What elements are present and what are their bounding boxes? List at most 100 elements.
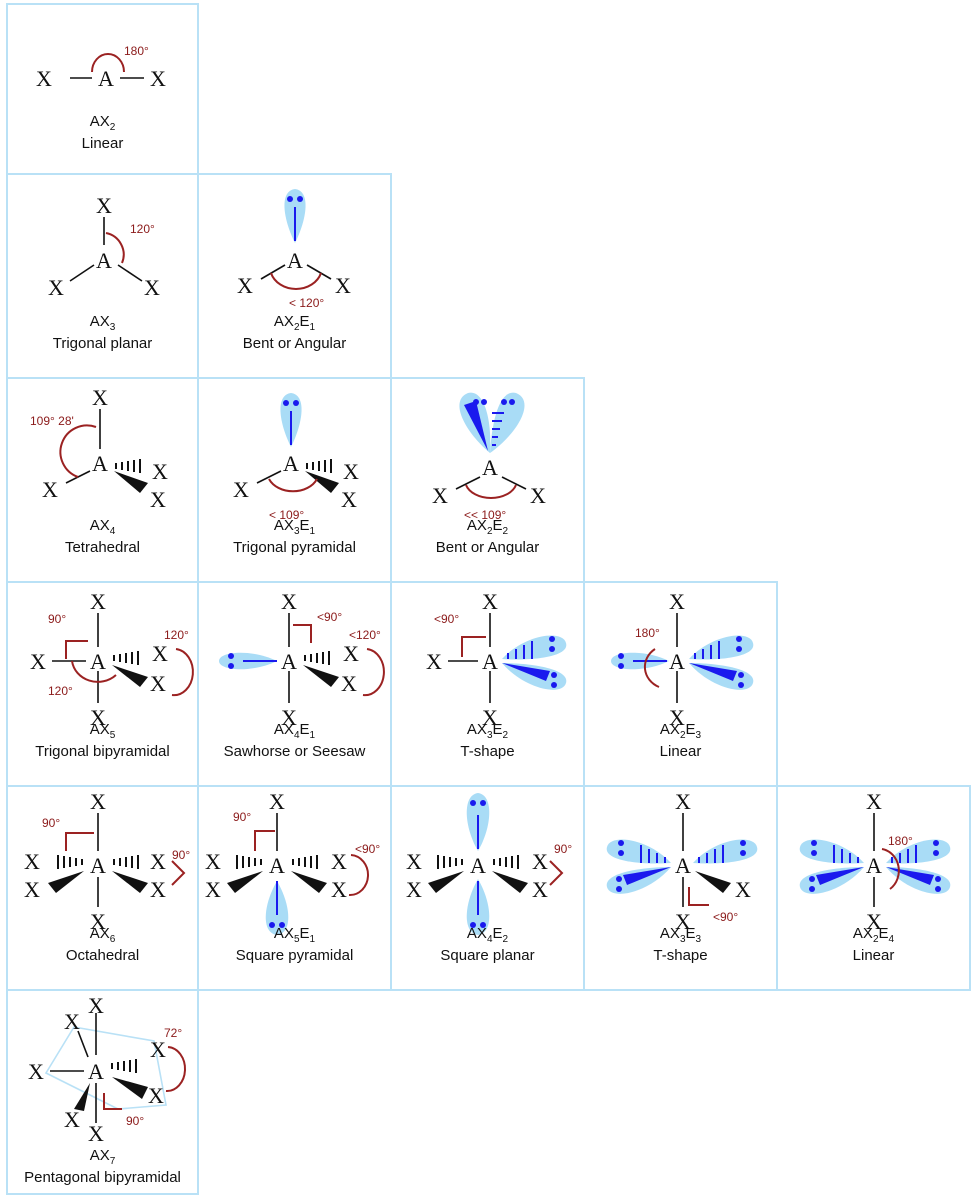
lone-pair-lobe [689, 663, 754, 690]
cell-ax3: X A X X 120° AX3 Trigonal planar [6, 173, 199, 379]
ligand-x: X [532, 877, 548, 902]
shape-name: Bent or Angular [242, 335, 347, 352]
shape-name: T-shape [460, 743, 515, 760]
formula: AX5 [89, 721, 116, 741]
shape-name: Square planar [440, 947, 535, 964]
ligand-x: X [343, 641, 359, 666]
ax4e1-structure: X A X X X <90° <120° [219, 589, 385, 730]
formula: AX5E1 [273, 925, 316, 945]
ligand-x: X [281, 705, 297, 730]
ligand-x: X [90, 705, 106, 730]
bond-angle: <90° [434, 612, 459, 626]
ligand-x: X [90, 589, 106, 614]
ligand-x: X [426, 649, 442, 674]
ligand-x: X [675, 909, 691, 934]
lone-pair-lobe [502, 635, 567, 660]
ligand-x: X [92, 385, 108, 410]
ax2e1-structure: A X X < 120° [237, 189, 351, 310]
central-atom: A [92, 451, 108, 476]
central-atom: A [96, 248, 112, 273]
ax4-structure: X A X X X 109° 28' [30, 385, 168, 512]
central-atom: A [90, 853, 106, 878]
shape-name: Sawhorse or Seesaw [223, 743, 366, 760]
ligand-x: X [152, 641, 168, 666]
ligand-x: X [96, 193, 112, 218]
ligand-x: X [341, 671, 357, 696]
shape-name: Bent or Angular [435, 539, 540, 556]
bond-angle: <90° [355, 842, 380, 856]
ligand-x: X [675, 789, 691, 814]
central-atom: A [269, 853, 285, 878]
lone-pair-lobe [799, 839, 864, 864]
bond-angle: <90° [317, 610, 342, 624]
cell-ax5e1: X A X X X X 90° <90° AX5E1 Square pyrami… [197, 785, 392, 991]
formula: AX4E1 [273, 721, 316, 741]
ligand-x: X [64, 1009, 80, 1034]
ax3e3-structure: X A X X <90° [606, 789, 758, 934]
ax3e2-structure: X A X X <90° [426, 589, 567, 730]
bond-angle: 72° [164, 1026, 182, 1040]
lone-pair-lobe [693, 839, 758, 864]
bond-angle: 90° [42, 816, 60, 830]
ligand-x: X [335, 273, 351, 298]
bond-angle: 120° [130, 222, 155, 236]
ax3-structure: X A X X 120° [48, 193, 160, 300]
formula: AX6 [89, 925, 116, 945]
cell-ax2e3: X A X 180° AX2E3 Linear [583, 581, 778, 787]
central-atom: A [90, 649, 106, 674]
ligand-x: X [331, 877, 347, 902]
cell-ax3e1: A X X X < 109° AX3E1 Trigonal pyramidal [197, 377, 392, 583]
ligand-x: X [88, 1121, 104, 1146]
central-atom: A [287, 248, 303, 273]
cell-ax2e4: X A X 180° AX2E4 Linear [776, 785, 971, 991]
ax2e2-structure: A X X << 109° [432, 392, 546, 522]
ligand-x: X [233, 477, 249, 502]
central-atom: A [470, 853, 486, 878]
cell-ax3e3: X A X X <90° AX3E3 T-shape [583, 785, 778, 991]
bond-angle: 90° [48, 612, 66, 626]
ax5e1-structure: X A X X X X 90° <90° [205, 789, 380, 935]
ligand-x: X [341, 487, 357, 512]
lone-pair-lobe [502, 663, 567, 690]
cell-ax2e1: A X X < 120° AX2E1 Bent or Angular [197, 173, 392, 379]
formula: AX3E1 [273, 517, 316, 537]
ligand-x: X [24, 877, 40, 902]
ligand-x: X [281, 589, 297, 614]
central-atom: A [283, 451, 299, 476]
central-atom: A [866, 853, 882, 878]
cell-ax5: X A X X X X 90° 120° 120° AX5 Trigonal b… [6, 581, 199, 787]
ax6-structure: X A X X X X X 90° 90° [24, 789, 190, 934]
ligand-x: X [150, 1037, 166, 1062]
formula: AX2E1 [273, 313, 316, 333]
central-atom: A [88, 1059, 104, 1084]
ligand-x: X [669, 589, 685, 614]
ligand-x: X [205, 849, 221, 874]
bond-angle: 90° [233, 810, 251, 824]
shape-name: Linear [852, 947, 895, 964]
ligand-x: X [269, 789, 285, 814]
cell-ax7: X X A X X X X X 72° 90° AX7 Pentagonal b… [6, 989, 199, 1195]
ligand-x: X [866, 909, 882, 934]
formula: AX3E2 [466, 721, 509, 741]
ligand-x: X [36, 66, 52, 91]
ligand-x: X [64, 1107, 80, 1132]
ligand-x: X [42, 477, 58, 502]
ax7-structure: X X A X X X X X 72° 90° [28, 993, 186, 1146]
bond-angle: <90° [713, 910, 738, 924]
bond-angle: 109° 28' [30, 414, 74, 428]
cell-ax2: X A X 180° AX2 Linear [6, 3, 199, 175]
ligand-x: X [237, 273, 253, 298]
central-atom: A [98, 66, 114, 91]
lone-pair-lobe [689, 635, 754, 660]
shape-name: Trigonal bipyramidal [35, 743, 170, 760]
formula: AX2E3 [659, 721, 702, 741]
ax2e4-structure: X A X 180° [799, 789, 951, 934]
ligand-x: X [28, 1059, 44, 1084]
ligand-x: X [150, 66, 166, 91]
bond-angle: < 109° [269, 508, 304, 522]
lone-pair-lobe [799, 867, 864, 894]
ligand-x: X [24, 849, 40, 874]
ligand-x: X [150, 671, 166, 696]
ligand-x: X [406, 849, 422, 874]
central-atom: A [482, 649, 498, 674]
